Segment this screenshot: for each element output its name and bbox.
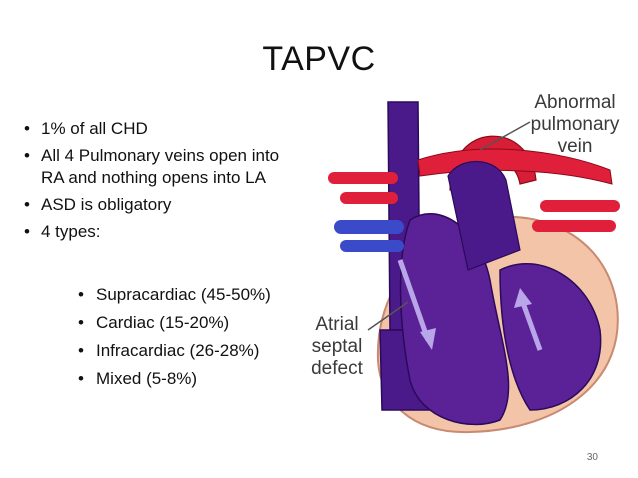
pulmonary-vein-right-2 [532,220,616,232]
flow-arrow-up [519,299,543,351]
vessel-left-blue-2 [340,240,404,252]
flow-arrow-down [397,259,431,341]
bullet-item: 1% of all CHD [24,118,294,140]
label-line: septal [311,336,363,357]
bullet-item: ASD is obligatory [24,194,294,216]
pulmonary-vein-left-2 [340,192,398,204]
pulmonary-trunk [447,160,521,271]
type-item: Cardiac (15-20%) [78,312,298,334]
page-number: 30 [586,452,598,463]
flow-arrow-down-head [420,328,436,350]
heart-diagram [328,101,620,434]
type-item: Supracardiac (45-50%) [78,284,298,306]
label-line: pulmonary vein [530,114,620,157]
type-item: Mixed (5-8%) [78,368,298,390]
type-item: Infracardiac (26-28%) [78,340,298,362]
label-line: Atrial [315,314,359,335]
atrial-septal-defect-label: Atrial septal defect [306,314,368,380]
label-line: Abnormal [534,92,616,113]
bullet-list: 1% of all CHD All 4 Pulmonary veins open… [24,118,294,248]
pulmonary-vein-left-1 [328,172,398,184]
slide-title: TAPVC [262,40,376,78]
abnormal-vein-pointer [479,121,531,151]
vessel-left-blue-1 [334,220,404,234]
label-line: defect [311,358,363,379]
pulmonary-vein-right-1 [540,200,620,212]
asd-pointer [367,301,409,331]
flow-arrow-up-head [514,288,532,308]
bullet-item: 4 types: [24,221,294,243]
abnormal-pulmonary-vein-label: Abnormal pulmonary vein [512,92,638,158]
types-sublist: Supracardiac (45-50%) Cardiac (15-20%) I… [78,284,298,396]
bullet-item: All 4 Pulmonary veins open into RA and n… [24,145,294,189]
